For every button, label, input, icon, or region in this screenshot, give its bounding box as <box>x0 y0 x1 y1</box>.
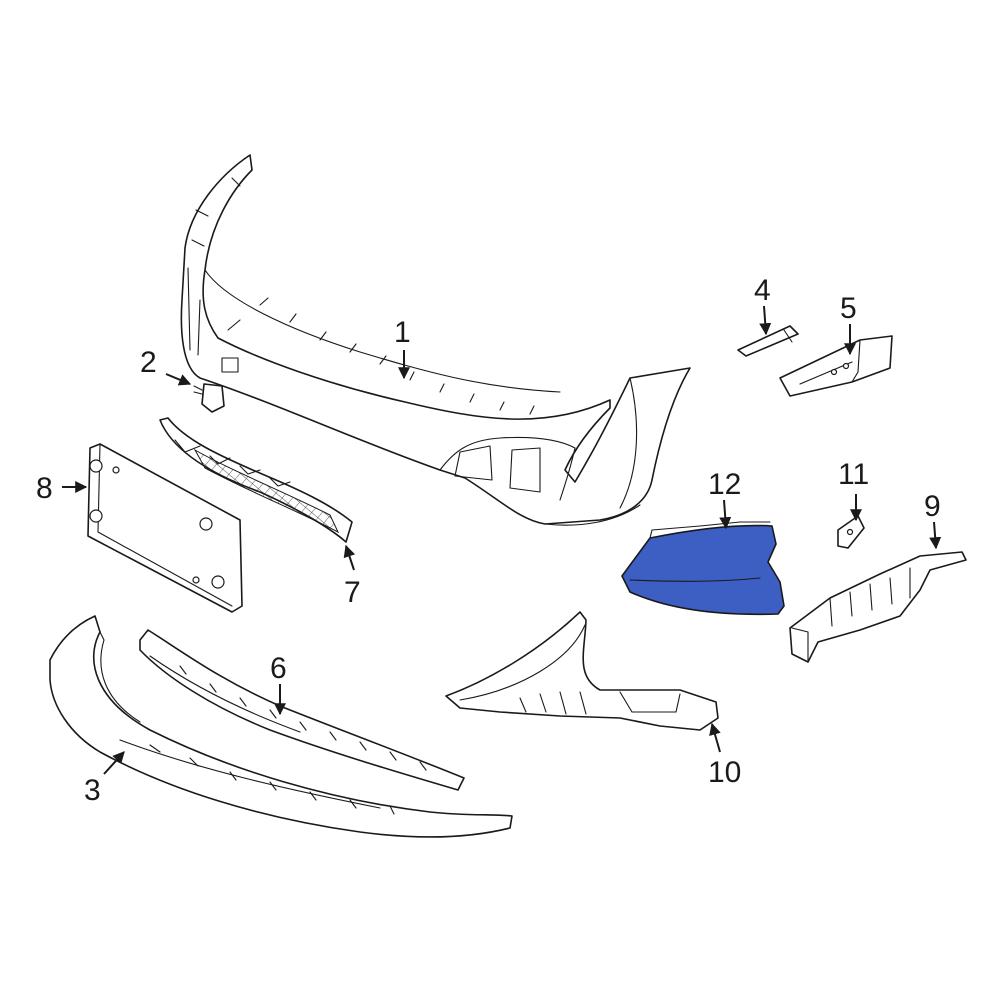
callout-4: 4 <box>754 274 771 307</box>
part-11-bracket <box>837 515 865 549</box>
part-2-clip <box>193 383 225 413</box>
callout-8: 8 <box>36 472 53 505</box>
leader-2 <box>165 373 192 386</box>
callout-5: 5 <box>840 292 857 325</box>
part-5-bracket <box>779 335 893 397</box>
part-12-highlighted-cover <box>621 521 785 616</box>
callout-9: 9 <box>924 490 941 523</box>
part-7-grille <box>159 417 353 543</box>
leader-9 <box>929 521 942 550</box>
leader-12 <box>719 499 732 530</box>
callout-2: 2 <box>140 346 157 379</box>
part-4-clip <box>737 325 799 357</box>
part-9-side-bracket <box>789 551 967 663</box>
callout-6: 6 <box>270 652 287 685</box>
callout-1: 1 <box>394 316 411 349</box>
callout-11: 11 <box>838 458 869 491</box>
leader-10 <box>709 722 721 753</box>
part-6-lower-deflector <box>139 629 465 791</box>
part-1-bumper-cover <box>180 154 691 526</box>
callout-10: 10 <box>708 756 741 789</box>
leader-arrows <box>62 305 942 775</box>
leader-7 <box>343 544 356 571</box>
part-10-lower-bracket <box>445 611 719 731</box>
callout-12: 12 <box>708 468 741 501</box>
callout-3: 3 <box>84 774 101 807</box>
part-3-lower-spoiler <box>49 615 513 838</box>
callout-labels: 1 2 3 4 5 6 7 8 9 10 11 12 <box>36 274 941 807</box>
leader-3 <box>103 751 125 775</box>
leader-4 <box>759 305 772 336</box>
part-8-license-bracket <box>87 443 243 613</box>
callout-7: 7 <box>344 576 361 609</box>
